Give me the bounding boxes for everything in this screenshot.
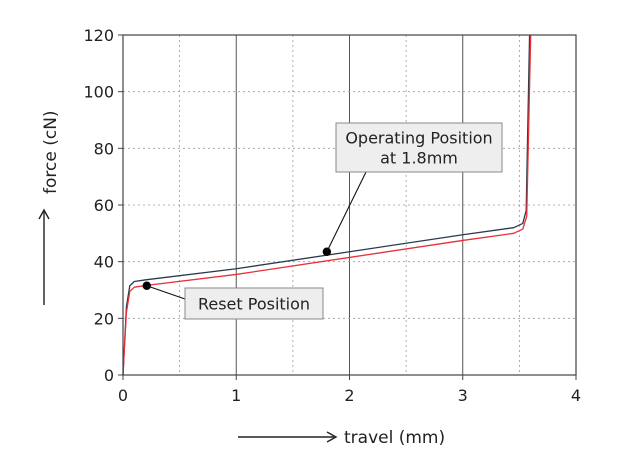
x-axis-arrow-head: [326, 431, 338, 443]
x-tick-label: 0: [118, 386, 128, 405]
y-tick-label: 80: [94, 139, 114, 158]
callout-leader-line: [326, 171, 367, 252]
y-tick-label: 120: [83, 26, 114, 45]
x-tick-label: 4: [571, 386, 581, 405]
annotation-point-marker: [322, 247, 332, 256]
y-tick-label: 0: [104, 366, 114, 385]
y-axis-title: force (cN): [38, 110, 61, 305]
callout-box: [335, 122, 503, 173]
callout-leader-line: [146, 285, 186, 300]
callout-label: Operating Position: [345, 129, 492, 148]
x-tick-label: 3: [458, 386, 468, 405]
y-axis-label: force (cN): [41, 110, 61, 194]
y-axis-arrow-head: [38, 208, 50, 220]
y-tick-label: 100: [83, 83, 114, 102]
callout-box: [184, 287, 324, 320]
series-line-2: [122, 34, 532, 376]
callout-label: at 1.8mm: [380, 149, 458, 168]
plot-frame: [118, 34, 577, 380]
y-tick-label: 20: [94, 309, 114, 328]
x-tick-label: 2: [344, 386, 354, 405]
callout-label: Reset Position: [198, 295, 310, 314]
curves: [122, 34, 532, 376]
y-tick-label: 60: [94, 196, 114, 215]
y-tick-label: 40: [94, 253, 114, 272]
grid-lines: [123, 35, 576, 375]
x-axis-title: travel (mm): [238, 428, 445, 448]
x-tick-label: 1: [231, 386, 241, 405]
x-axis-label: travel (mm): [344, 428, 445, 448]
series-line-1: [122, 34, 531, 376]
